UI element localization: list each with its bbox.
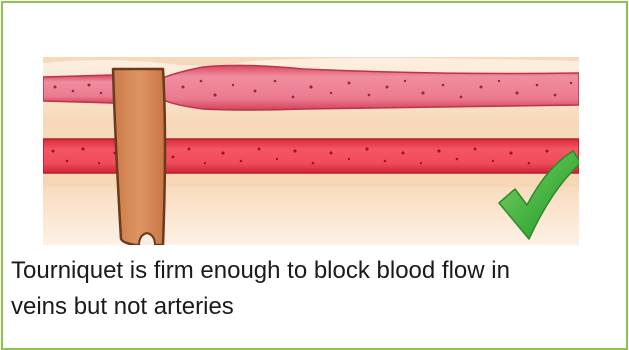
caption: Tourniquet is firm enough to block blood… <box>11 253 551 325</box>
tourniquet-band <box>113 69 165 245</box>
tourniquet-illustration <box>43 17 579 245</box>
